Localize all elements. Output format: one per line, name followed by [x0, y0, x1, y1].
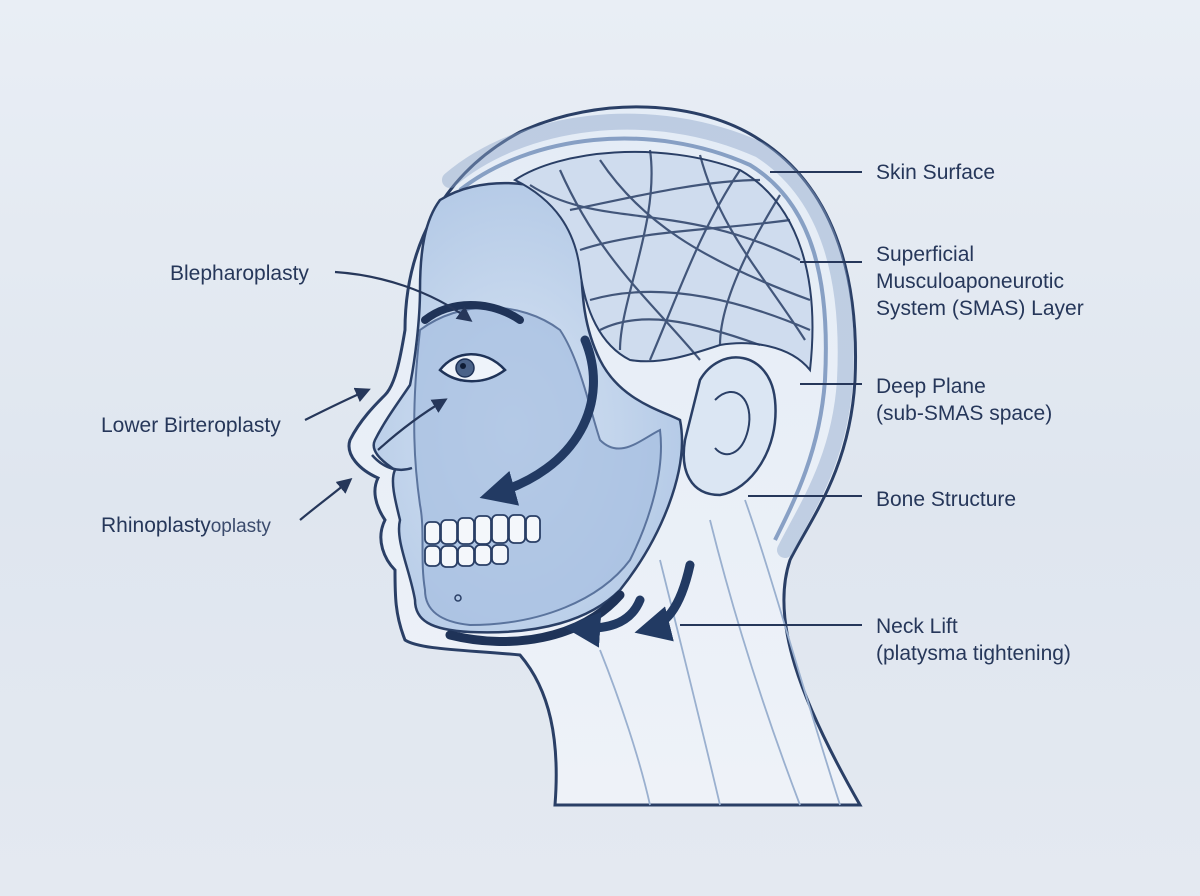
- label-skin-surface: Skin Surface: [876, 161, 996, 184]
- label-deep-plane-line2: (sub-SMAS space): [876, 402, 1053, 425]
- label-deep-plane: Deep Plane (sub-SMAS space): [876, 373, 1052, 427]
- label-neck-lift: Neck Lift (platysma tightening): [876, 613, 1071, 667]
- label-rhinoplasty-suffix: oplasty: [210, 516, 271, 537]
- label-smas-layer: Superficial Musculoaponeurotic System (S…: [876, 241, 1084, 322]
- eyebrow: [421, 301, 524, 324]
- label-lower-birteroplasty: Lower Birteroplasty: [101, 414, 281, 437]
- label-blepharoplasty: Blepharoplasty: [170, 262, 309, 285]
- ear: [682, 356, 777, 497]
- label-bone-structure: Bone Structure: [876, 488, 1017, 511]
- platysma-lines: [599, 499, 841, 806]
- label-neck-lift-line2: (platysma tightening): [876, 642, 1071, 665]
- teeth: [424, 514, 541, 568]
- label-arrows: [299, 270, 473, 521]
- label-smas-line3: System (SMAS) Layer: [876, 297, 1084, 320]
- jaw-line: [445, 590, 625, 646]
- label-rhinoplasty: Rhinoplastyoplasty: [101, 512, 271, 540]
- skin-layer: [442, 113, 854, 558]
- smas-fibers: [529, 149, 811, 361]
- skull-bone: [413, 306, 662, 627]
- label-deep-plane-line1: Deep Plane: [876, 375, 986, 398]
- smas-layer: [458, 136, 828, 541]
- label-neck-lift-line1: Neck Lift: [876, 615, 958, 638]
- label-rhinoplasty-main: Rhinoplasty: [101, 514, 211, 537]
- label-smas-line2: Musculoaponeurotic: [876, 270, 1064, 293]
- label-smas-line1: Superficial: [876, 243, 975, 266]
- procedure-arrows: [479, 335, 695, 648]
- leader-lines: [680, 171, 862, 626]
